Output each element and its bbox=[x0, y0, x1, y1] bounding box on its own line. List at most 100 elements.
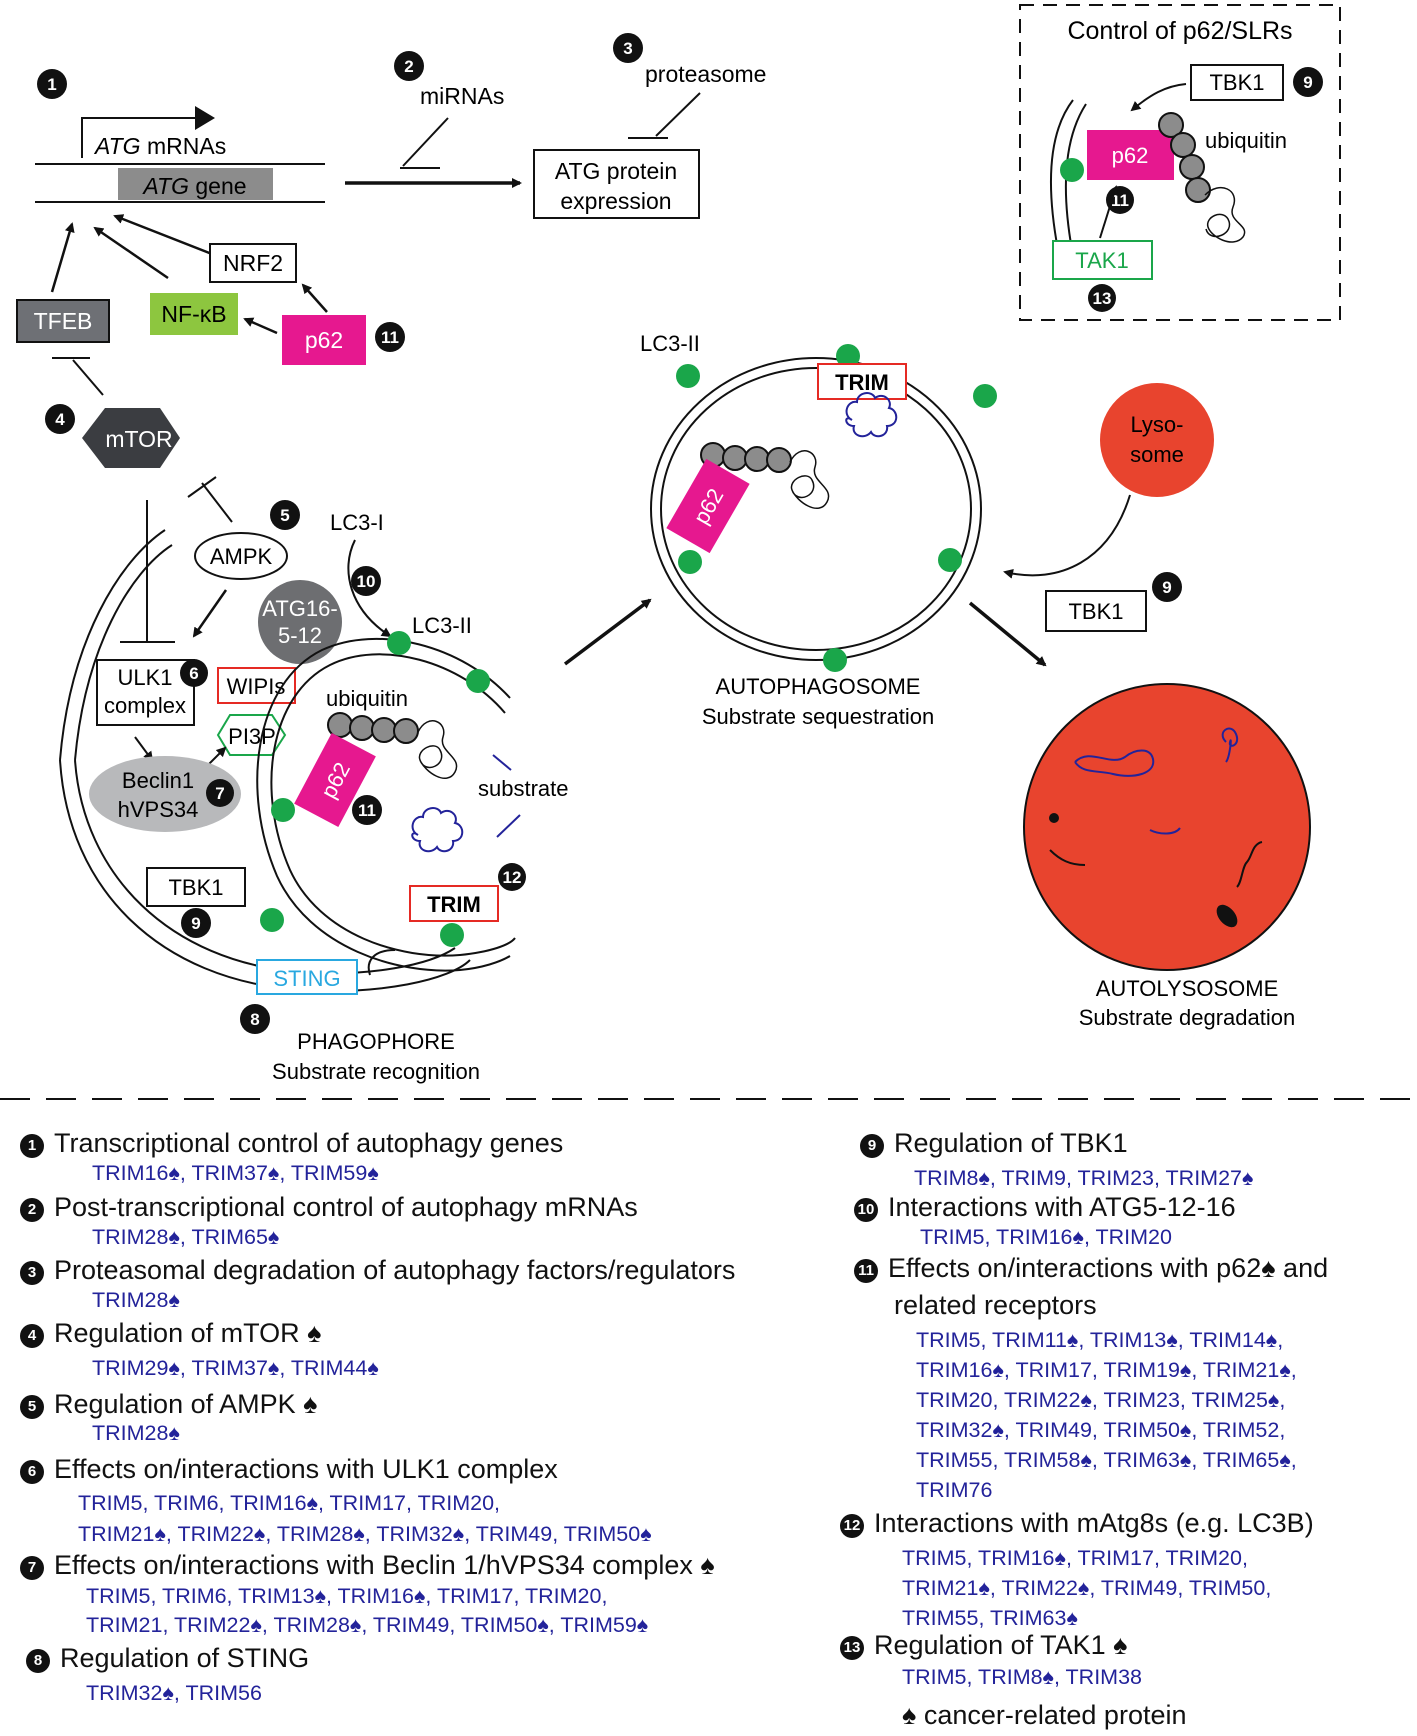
ubiquitin-chain-phagophore bbox=[327, 712, 419, 744]
svg-text:6: 6 bbox=[189, 664, 198, 683]
tbk1-box-phagophore: TBK1 bbox=[146, 867, 246, 907]
step-number-7: 7 bbox=[206, 779, 234, 807]
svg-text:13: 13 bbox=[1093, 289, 1112, 308]
legend-trims-13: TRIM5, TRIM8♠, TRIM38 bbox=[902, 1665, 1142, 1689]
svg-text:complex: complex bbox=[104, 693, 186, 718]
autophagosome-subtitle: Substrate sequestration bbox=[702, 704, 934, 729]
mtor-hexagon: mTOR bbox=[82, 408, 180, 468]
legend-trims-11b: TRIM16♠, TRIM17, TRIM19♠, TRIM21♠, bbox=[916, 1358, 1297, 1382]
trim-box-phagophore: TRIM bbox=[409, 885, 499, 922]
nrf2-box: NRF2 bbox=[209, 243, 297, 283]
legend-footnote: ♠ cancer-related protein bbox=[902, 1700, 1187, 1730]
legend-trims-10: TRIM5, TRIM16♠, TRIM20 bbox=[920, 1225, 1172, 1249]
svg-text:2: 2 bbox=[404, 57, 413, 76]
badge-7: 7 bbox=[20, 1556, 44, 1580]
step-number-2: 2 bbox=[394, 51, 424, 81]
legend-trims-8: TRIM32♠, TRIM56 bbox=[86, 1681, 262, 1705]
legend-trims-6b: TRIM21♠, TRIM22♠, TRIM28♠, TRIM32♠, TRIM… bbox=[78, 1522, 652, 1546]
svg-text:NRF2: NRF2 bbox=[223, 250, 283, 276]
badge-8: 8 bbox=[26, 1649, 50, 1673]
step-number-12-phagophore: 12 bbox=[498, 863, 526, 891]
step-number-9-lysosome: 9 bbox=[1152, 572, 1182, 602]
svg-text:TRIM: TRIM bbox=[427, 892, 481, 917]
svg-text:WIPIs: WIPIs bbox=[227, 674, 286, 699]
atg-protein-expression-box: ATG protein expression bbox=[533, 149, 700, 219]
legend-trims-12a: TRIM5, TRIM16♠, TRIM17, TRIM20, bbox=[902, 1546, 1248, 1570]
lc3-ii-label-phagophore: LC3-II bbox=[412, 613, 472, 638]
svg-text:NF-κB: NF-κB bbox=[161, 301, 226, 327]
step-number-4: 4 bbox=[45, 404, 75, 434]
pi3p-hexagon: PI3P bbox=[216, 714, 287, 756]
p62-box-phagophore: p62 bbox=[294, 732, 376, 828]
step-number-9-phagophore: 9 bbox=[181, 908, 211, 938]
svg-text:9: 9 bbox=[1162, 578, 1171, 597]
svg-text:5-12: 5-12 bbox=[278, 623, 322, 648]
badge-13: 13 bbox=[840, 1636, 864, 1660]
inset-control-p62: Control of p62/SLRs TBK1 9 p62 ubiquitin… bbox=[1019, 4, 1341, 321]
badge-2: 2 bbox=[20, 1198, 44, 1222]
ulk1-complex-box: ULK1 complex bbox=[96, 659, 195, 726]
svg-text:STING: STING bbox=[273, 966, 340, 991]
svg-text:TRIM: TRIM bbox=[835, 370, 889, 395]
legend-trims-2: TRIM28♠, TRIM65♠ bbox=[92, 1225, 280, 1249]
legend-trims-5: TRIM28♠ bbox=[92, 1421, 180, 1445]
phagophore-subtitle: Substrate recognition bbox=[272, 1059, 480, 1084]
svg-text:10: 10 bbox=[357, 572, 376, 591]
phagophore-title: PHAGOPHORE bbox=[297, 1029, 455, 1054]
mirnas-label: miRNAs bbox=[420, 83, 504, 109]
svg-text:PI3P: PI3P bbox=[228, 724, 276, 749]
step-number-11-phagophore: 11 bbox=[352, 795, 382, 825]
autolysosome-title: AUTOLYSOSOME bbox=[1096, 976, 1279, 1001]
badge-3: 3 bbox=[20, 1261, 44, 1285]
svg-text:TBK1: TBK1 bbox=[1068, 599, 1123, 624]
svg-text:11: 11 bbox=[381, 328, 399, 347]
step-number-6: 6 bbox=[180, 659, 208, 687]
svg-text:Lyso-: Lyso- bbox=[1131, 412, 1184, 437]
badge-4: 4 bbox=[20, 1324, 44, 1348]
substrate-cloud-phagophore bbox=[411, 807, 464, 853]
svg-text:expression: expression bbox=[560, 188, 671, 214]
lc3-i-label: LC3-I bbox=[330, 510, 384, 535]
substrate-label: substrate bbox=[478, 776, 569, 801]
badge-6: 6 bbox=[20, 1460, 44, 1484]
tfeb-box: TFEB bbox=[16, 299, 110, 343]
mirnas-inhibition: miRNAs bbox=[400, 83, 504, 169]
autophagosome bbox=[650, 357, 982, 661]
svg-text:8: 8 bbox=[250, 1010, 259, 1029]
legend-trims-7a: TRIM5, TRIM6, TRIM13♠, TRIM16♠, TRIM17, … bbox=[86, 1584, 608, 1608]
inset-title: Control of p62/SLRs bbox=[1067, 17, 1292, 45]
svg-text:ATG16-: ATG16- bbox=[262, 596, 337, 621]
svg-text:12: 12 bbox=[503, 868, 522, 887]
svg-text:TBK1: TBK1 bbox=[1209, 70, 1264, 95]
tbk1-box-lysosome: TBK1 bbox=[1045, 590, 1147, 632]
legend-trims-11f: TRIM76 bbox=[916, 1478, 993, 1502]
proteasome-label: proteasome bbox=[645, 61, 766, 87]
svg-text:hVPS34: hVPS34 bbox=[118, 797, 199, 822]
autolysosome-subtitle: Substrate degradation bbox=[1079, 1005, 1296, 1030]
step-number-3: 3 bbox=[613, 33, 643, 63]
atg-gene: ATG gene ATG mRNAs bbox=[35, 106, 325, 203]
legend-trims-1: TRIM16♠, TRIM37♠, TRIM59♠ bbox=[92, 1161, 379, 1185]
proteasome-inhibition: proteasome bbox=[628, 61, 766, 139]
svg-text:ubiquitin: ubiquitin bbox=[1205, 128, 1287, 153]
svg-text:p62: p62 bbox=[1112, 143, 1149, 168]
p62-box-autophagosome: p62 bbox=[666, 458, 750, 554]
lc3-ii-dots-autophagosome bbox=[676, 344, 997, 672]
svg-text:mTOR: mTOR bbox=[105, 426, 172, 452]
svg-text:5: 5 bbox=[280, 506, 289, 525]
wipis-box: WIPIs bbox=[217, 667, 296, 704]
legend-trims-11d: TRIM32♠, TRIM49, TRIM50♠, TRIM52, bbox=[916, 1418, 1286, 1442]
ubiquitin-label-phagophore: ubiquitin bbox=[326, 686, 408, 711]
legend-trims-12c: TRIM55, TRIM63♠ bbox=[902, 1606, 1078, 1630]
step-number-11-top: 11 bbox=[375, 322, 405, 352]
legend-trims-6a: TRIM5, TRIM6, TRIM16♠, TRIM17, TRIM20, bbox=[78, 1491, 501, 1515]
nfkb-box: NF-κB bbox=[150, 293, 238, 335]
